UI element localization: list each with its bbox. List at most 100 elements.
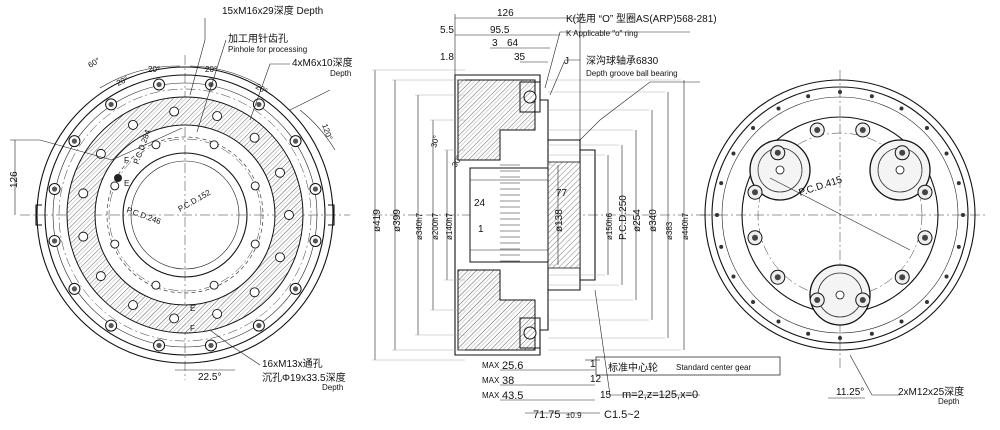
rim-hole [869,94,874,99]
bearing-label-cn: 深沟球轴承6830 [586,54,659,67]
label-e: E [190,304,195,313]
pcd-hole [250,239,260,249]
chamfer-c: C1.5~2 [604,409,640,421]
planet-gear-hole [775,165,785,175]
tapped-hole [249,132,260,143]
label-e: E [124,179,129,188]
bolt-hole-core [256,101,262,108]
angle-label: 20° [254,82,269,96]
dim-15: 15 [600,390,612,401]
rear-view: P.C.D.415 11.25° 2xM12x25深度 Depth [700,70,985,406]
dim-71-75-tol: ±0.9 [566,411,582,420]
counterbore-depth: Depth [322,383,343,392]
bearing-label-en: Depth groove ball bearing [586,69,678,78]
tapped-hole [169,106,180,117]
diameter-dimensions [372,69,685,361]
dim-126: 126 [497,8,514,19]
planet-gear-hole [895,165,905,175]
bolt-hole-core [71,138,78,144]
tapped-hole [275,167,285,178]
pcd-152: P.C.D.152 [177,188,213,214]
bolt-hole-core [899,149,906,156]
rim-hole [751,126,756,131]
thru-hole-callout: 16xM13x通孔 [262,358,323,370]
angle-11-25: 11.25° [836,387,864,398]
tap-depth: Depth [330,69,351,78]
angle-label: 60° [87,56,102,70]
bolt-hole-core [51,186,58,192]
label-j: J [564,56,569,67]
dim-12: 12 [590,374,602,385]
tapped-hole [249,287,260,298]
dia-440h7: ø440h7 [681,212,690,240]
rim-hole [961,213,965,217]
tapped-hole [212,111,223,122]
max-label: MAX [482,361,500,370]
max-25-6: 25.6 [502,360,523,372]
pcd-hole [209,280,219,290]
tapped-hole [284,210,294,220]
angle-label: 20° [205,65,217,74]
rim-hole [944,274,949,279]
pcd-hole [151,140,161,150]
angle-label: 20° [148,65,160,74]
counterbore-callout: 沉孔Φ19x33.5深度 [262,371,346,384]
bolt-hole-core [814,297,821,304]
bolt-hole-core [774,149,781,156]
rim-hole [776,106,781,111]
pinhole-label-en: Pinhole for processing [228,45,307,54]
tapped-hole [128,300,138,311]
max-label: MAX [482,391,500,400]
front-bolt-holes [48,78,322,352]
bolt-hole-core [922,234,929,241]
angle-label: 20° [115,75,130,88]
front-view: 20° 20° 20° 20° 60° 120° 15xM16x29深度 Dep… [9,4,353,392]
gear-spec: m=2,z=125,x=0 [622,389,698,401]
pcd-246: P.C.D.246 [125,205,162,226]
dim-95-5: 95.5 [490,25,510,36]
rim-hole [806,331,811,336]
dim-71-75: 71.75 [533,409,561,421]
rim-hole [715,213,719,217]
bolt-hole-core [51,238,58,244]
rim-hole [806,94,811,99]
tap-callout: 4xM6x10深度 [292,56,353,69]
rim-hole [838,336,842,340]
pcd-hole [209,140,219,150]
dia-399: ø399 [392,209,403,232]
dia-419: ø419 [372,209,383,232]
bolt-hole-core [108,101,114,108]
gear-teeth [500,164,520,262]
dim-3: 3 [492,38,498,49]
oring-label-cn: K(选用 “O” 型圈AS(ARP)568-281) [566,12,717,25]
planet-gears [749,139,931,326]
tapped-hole [275,252,285,263]
max-43-5: 43.5 [502,390,523,402]
standard-gear-en: Standard center gear [676,363,751,372]
dim-1: 1 [590,359,596,370]
bolt-hole-core [859,297,866,304]
label-f: F [124,156,129,165]
bolt-hole-core [208,342,214,349]
pcd-hole [250,181,260,191]
rim-hole [956,181,961,186]
pin-hole [114,174,122,182]
bolt-hole-core [312,238,319,244]
bolt-hole-core [859,126,866,133]
tapped-hole [212,308,223,319]
dia-340h7: ø340h7 [415,212,424,240]
tapped-hole [78,188,89,199]
angle-225: 22.5° [198,372,221,383]
standard-gear-cn: 标准中心轮 [608,361,658,374]
bolt-hole-core [814,126,821,133]
dia-150h6: ø150h6 [605,212,614,240]
tapped-hole [95,271,106,282]
rim-hole [899,319,904,324]
rear-tap-callout: 2xM12x25深度 [898,385,964,398]
rear-tap-depth: Depth [938,397,959,406]
pinhole-label-cn: 加工用针齿孔 [228,32,288,45]
dia-254: ø254 [632,209,643,232]
pcd-hole [110,239,120,249]
pcd-hole [110,181,120,191]
